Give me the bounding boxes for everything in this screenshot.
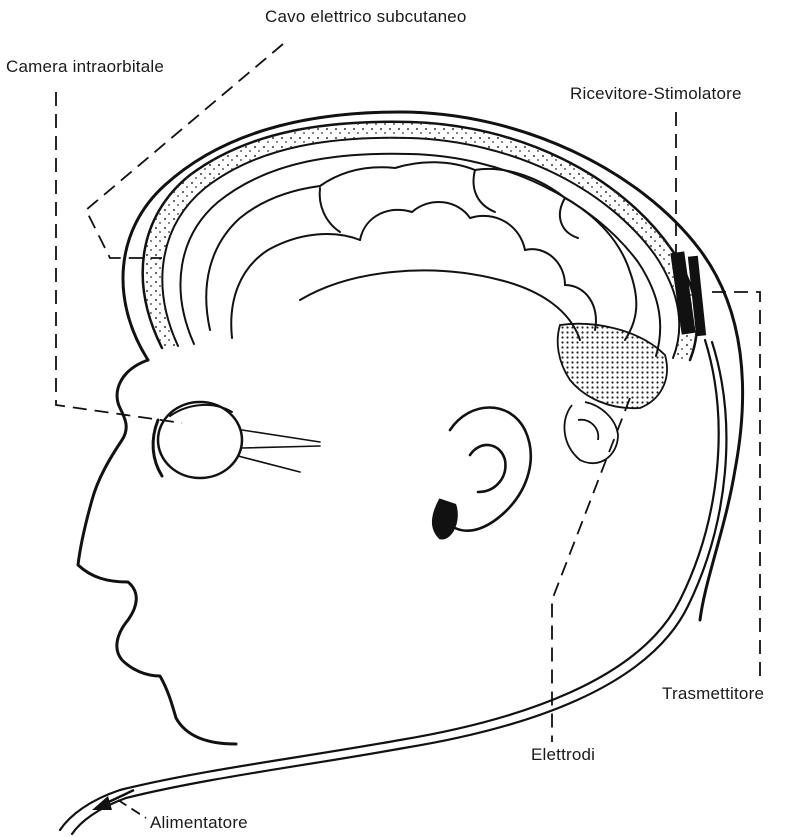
- cerebellum: [564, 402, 618, 463]
- alimentatore-leader: [118, 800, 146, 818]
- brain-gyri: [206, 162, 636, 340]
- label-elettrodi: Elettrodi: [531, 745, 595, 765]
- ear: [433, 408, 531, 539]
- subcutaneous-cable: [60, 340, 726, 834]
- label-trasmettitore: Trasmettitore: [662, 684, 764, 704]
- label-ricevitore-stimolatore: Ricevitore-Stimolatore: [570, 84, 742, 104]
- visual-cortex-region: [558, 324, 667, 408]
- label-camera-intraorbitale: Camera intraorbitale: [6, 57, 164, 77]
- label-alimentatore: Alimentatore: [150, 813, 248, 833]
- eye: [153, 402, 320, 478]
- label-cavo-elettrico-subcutaneo: Cavo elettrico subcutaneo: [265, 7, 467, 27]
